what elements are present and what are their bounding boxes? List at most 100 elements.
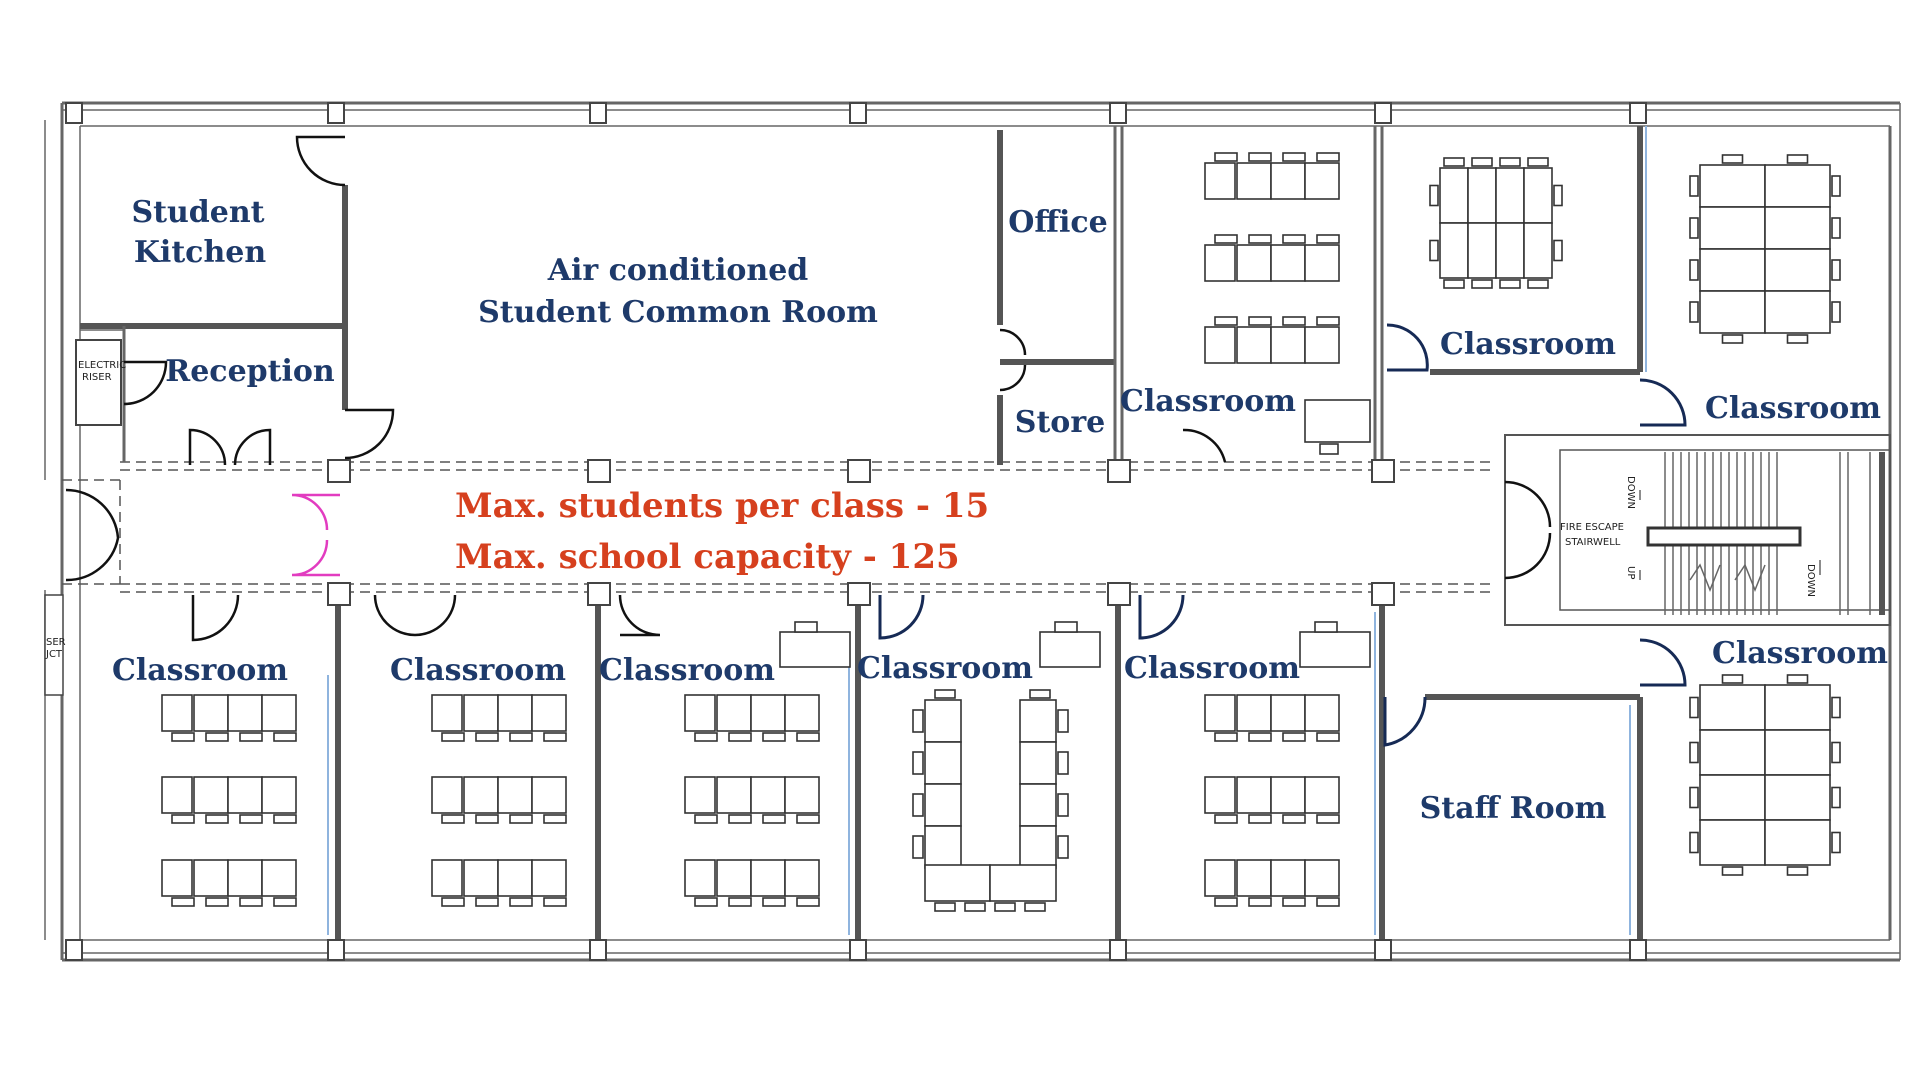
desk [1270, 859, 1306, 897]
table [1019, 825, 1057, 869]
chair [1831, 259, 1841, 281]
desk [261, 694, 297, 732]
chair [171, 732, 195, 742]
classroom-label-top-3: Classroom [1705, 391, 1881, 426]
desk [1236, 859, 1272, 897]
desk [497, 694, 533, 732]
table [1495, 222, 1525, 279]
chair [794, 621, 818, 633]
chair [1248, 234, 1272, 244]
classroom-label-bottom-5: Classroom [1124, 651, 1300, 686]
staff-room-door [1383, 696, 1427, 747]
chair [762, 732, 786, 742]
chair [1316, 234, 1340, 244]
reception-label: Reception [165, 354, 335, 389]
interior-walls-top [80, 126, 1647, 465]
chair [1214, 897, 1238, 907]
table [1699, 729, 1766, 776]
kitchen-door [295, 135, 346, 187]
chair [475, 897, 499, 907]
desk [531, 776, 567, 814]
table [1467, 222, 1497, 279]
chair [239, 732, 263, 742]
chair [239, 897, 263, 907]
desk [1204, 776, 1236, 814]
chair [1282, 732, 1306, 742]
chair [1316, 152, 1340, 162]
chair [694, 897, 718, 907]
classroom-label-bottom-1: Classroom [112, 653, 288, 688]
riser-duct-label-2: JCT [45, 649, 63, 660]
table [1764, 774, 1831, 821]
chair [273, 814, 297, 824]
chair [1248, 814, 1272, 824]
table [1439, 167, 1469, 224]
chair [1214, 152, 1238, 162]
classroom-bottom-6-door [1639, 638, 1687, 687]
chair [205, 814, 229, 824]
chair [1214, 316, 1238, 326]
chair [694, 814, 718, 824]
desk [1270, 776, 1306, 814]
chair [543, 814, 567, 824]
chair [509, 897, 533, 907]
chair [1786, 866, 1809, 876]
chair [1689, 786, 1699, 809]
desk [531, 859, 567, 897]
table [924, 864, 991, 902]
chair [912, 793, 924, 817]
chair [1282, 814, 1306, 824]
desk [227, 694, 263, 732]
chair [796, 732, 820, 742]
chair [934, 689, 956, 699]
table [1699, 819, 1766, 866]
chair [1057, 835, 1069, 859]
chair [1689, 259, 1699, 281]
office-label: Office [1008, 205, 1108, 240]
corridor-west-door [65, 488, 120, 582]
chair [273, 897, 297, 907]
classroom-label-top-1: Classroom [1120, 384, 1296, 419]
table [1764, 206, 1831, 250]
chair [509, 814, 533, 824]
stairwell-label: STAIRWELL [1565, 537, 1621, 548]
max-students-per-class: Max. students per class - 15 [455, 486, 989, 526]
chair [1471, 279, 1493, 289]
chair [1248, 152, 1272, 162]
classroom-bottom-1-door [191, 594, 240, 642]
desk [784, 776, 820, 814]
desk [463, 859, 499, 897]
chair [762, 897, 786, 907]
chair [205, 732, 229, 742]
fire-escape-stairwell: FIRE ESCAPE STAIRWELL DOWN UP DOWN [1504, 434, 1891, 626]
table [924, 699, 962, 743]
table [1699, 684, 1766, 731]
interior-walls-bottom [327, 595, 1643, 940]
classroom-top-3-door [1639, 378, 1687, 427]
chair [1057, 709, 1069, 733]
desk [531, 694, 567, 732]
classroom-label-bottom-2: Classroom [390, 653, 566, 688]
desk [750, 694, 786, 732]
chair [1316, 897, 1340, 907]
reception-door [188, 428, 272, 466]
chair [475, 732, 499, 742]
stair-door-top [1504, 480, 1552, 528]
chair [1429, 239, 1439, 262]
chair [728, 897, 752, 907]
chair [475, 814, 499, 824]
chair [762, 814, 786, 824]
desk [431, 776, 463, 814]
chair [1831, 301, 1841, 323]
chair [728, 814, 752, 824]
desk [431, 694, 463, 732]
office-door [999, 328, 1027, 356]
desk [497, 776, 533, 814]
desk [1236, 326, 1272, 364]
classroom-top-1-door [1182, 428, 1227, 463]
table [1467, 167, 1497, 224]
chair [1248, 897, 1272, 907]
chair [171, 814, 195, 824]
desk [193, 776, 229, 814]
